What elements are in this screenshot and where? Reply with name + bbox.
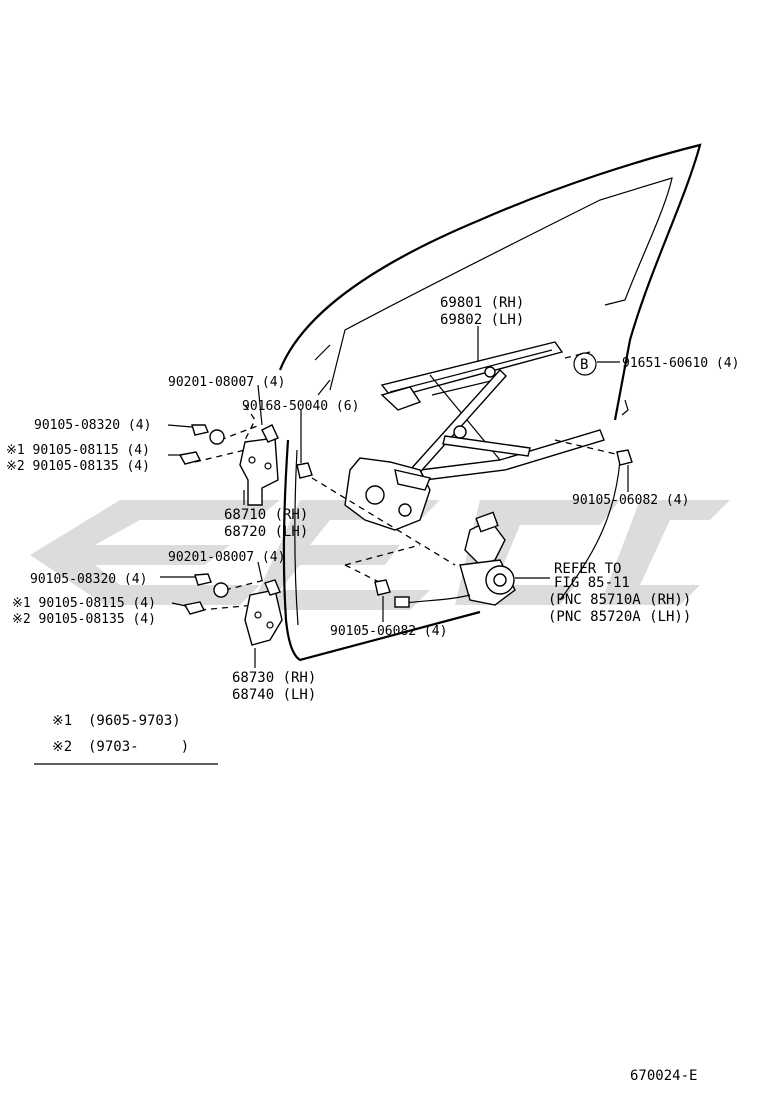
callout-refer-fig: FIG 85-11 <box>554 575 630 591</box>
door-frame <box>278 143 702 662</box>
legend-mark-2: ※2 <box>52 739 72 755</box>
callout-motor-bolt: 90105-06082 (4) <box>330 624 447 639</box>
leader-lines <box>160 326 629 668</box>
callout-regulator-lh: 69802 (LH) <box>440 312 524 328</box>
regulator-motor <box>394 511 516 608</box>
callout-upper-screw: 90201-08007 (4) <box>168 375 285 390</box>
lower-hinge <box>244 579 283 646</box>
window-regulator <box>344 341 605 531</box>
callout-upper-hinge-rh: 68710 (RH) <box>224 507 308 523</box>
legend-mark-1: ※1 <box>52 713 72 729</box>
legend: ※1 (9605-9703) ※2 (9703- ) <box>34 713 218 765</box>
callout-lower-screw: 90201-08007 (4) <box>168 550 285 565</box>
callout-lower-bolt-2: ※2 90105-08135 (4) <box>12 612 156 627</box>
figure-code: 670024-E <box>630 1068 697 1084</box>
legend-range-1: (9605-9703) <box>88 713 181 729</box>
legend-range-2: (9703- ) <box>88 739 189 755</box>
callout-upper-bolt-2: ※2 90105-08135 (4) <box>6 459 150 474</box>
callout-bolt-b: 91651-60610 (4) <box>622 356 739 371</box>
ref-circle-b-label: B <box>580 357 588 373</box>
callout-pnc-rh: (PNC 85710A (RH)) <box>548 592 691 608</box>
callout-lower-hinge-rh: 68730 (RH) <box>232 670 316 686</box>
upper-hinge <box>239 424 279 506</box>
callout-regulator-rh: 69801 (RH) <box>440 295 524 311</box>
callout-pnc-lh: (PNC 85720A (LH)) <box>548 609 691 625</box>
callout-upper-bolt-1: ※1 90105-08115 (4) <box>6 443 150 458</box>
callout-lower-bolt-1: ※1 90105-08115 (4) <box>12 596 156 611</box>
ref-circle-b <box>573 352 597 376</box>
callout-upper-hinge-lh: 68720 (LH) <box>224 524 308 540</box>
fasteners <box>178 424 633 615</box>
callout-lower-washer: 90105-08320 (4) <box>30 572 147 587</box>
callout-lower-hinge-lh: 68740 (LH) <box>232 687 316 703</box>
callout-right-bolt: 90105-06082 (4) <box>572 493 689 508</box>
callout-refer-to: REFER TO <box>554 561 621 577</box>
callout-regulator-bolt: 90168-50040 (6) <box>242 399 359 414</box>
callout-upper-washer: 90105-08320 (4) <box>34 418 151 433</box>
